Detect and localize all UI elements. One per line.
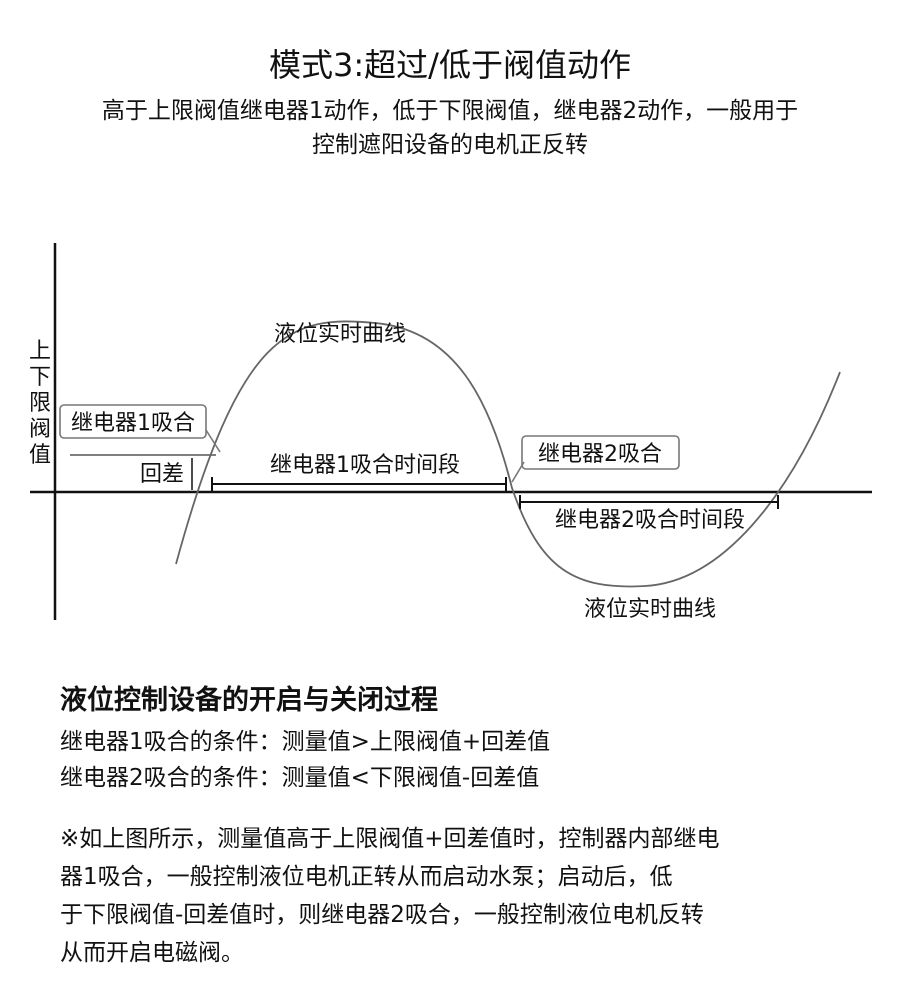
process-heading: 液位控制设备的开启与关闭过程 bbox=[60, 685, 438, 716]
note-line: 从而开启电磁阀。 bbox=[60, 940, 244, 966]
relay2-callout: 继电器2吸合 bbox=[538, 442, 662, 467]
threshold-diagram: 上 下 限 阀 值 回差 液位实时曲线 液位实时曲线 继电器1吸合 继电器2吸合… bbox=[29, 243, 872, 622]
relay1-period-bracket bbox=[211, 477, 507, 491]
level-curve bbox=[175, 320, 841, 588]
hysteresis-label: 回差 bbox=[140, 462, 184, 487]
page-subtitle: 高于上限阀值继电器1动作，低于下限阀值，继电器2动作，一般用于 控制遮阳设备的电… bbox=[30, 94, 870, 162]
relay1-callout: 继电器1吸合 bbox=[71, 411, 195, 436]
curve-label-bottom: 液位实时曲线 bbox=[584, 597, 716, 622]
note-line: 于下限阀值-回差值时，则继电器2吸合，一般控制液位电机反转 bbox=[60, 902, 704, 928]
relay2-callout-box bbox=[521, 435, 680, 470]
y-axis-label-char: 值 bbox=[29, 443, 51, 468]
y-axis-label-char: 上 bbox=[29, 339, 51, 364]
relay2-period-label: 继电器2吸合时间段 bbox=[555, 508, 745, 533]
relay1-condition: 继电器1吸合的条件：测量值>上限阀值+回差值 bbox=[60, 729, 551, 755]
relay2-condition: 继电器2吸合的条件：测量值<下限阀值-回差值 bbox=[60, 765, 540, 791]
relay1-period-label: 继电器1吸合时间段 bbox=[270, 453, 460, 478]
relay1-callout-box bbox=[59, 404, 207, 439]
y-axis-label: 上 下 限 阀 值 bbox=[29, 339, 51, 468]
relay2-callout-pointer bbox=[511, 461, 525, 483]
process-note: ※如上图所示，测量值高于上限阀值+回差值时，控制器内部继电 器1吸合，一般控制液… bbox=[60, 820, 840, 972]
note-line: 器1吸合，一般控制液位电机正转从而启动水泵；启动后，低 bbox=[60, 864, 673, 890]
y-axis-label-char: 阀 bbox=[29, 417, 51, 442]
y-axis-label-char: 限 bbox=[29, 391, 51, 416]
relay1-callout-pointer bbox=[205, 429, 221, 453]
page-title: 模式3:超过/低于阀值动作 bbox=[269, 46, 631, 84]
subtitle-line-1: 高于上限阀值继电器1动作，低于下限阀值，继电器2动作，一般用于 bbox=[101, 98, 799, 124]
curve-label-top: 液位实时曲线 bbox=[274, 322, 406, 347]
subtitle-line-2: 控制遮阳设备的电机正反转 bbox=[312, 132, 588, 158]
y-axis-label-char: 下 bbox=[29, 365, 51, 390]
relay2-period-bracket bbox=[519, 495, 779, 509]
note-line: ※如上图所示，测量值高于上限阀值+回差值时，控制器内部继电 bbox=[60, 826, 720, 852]
